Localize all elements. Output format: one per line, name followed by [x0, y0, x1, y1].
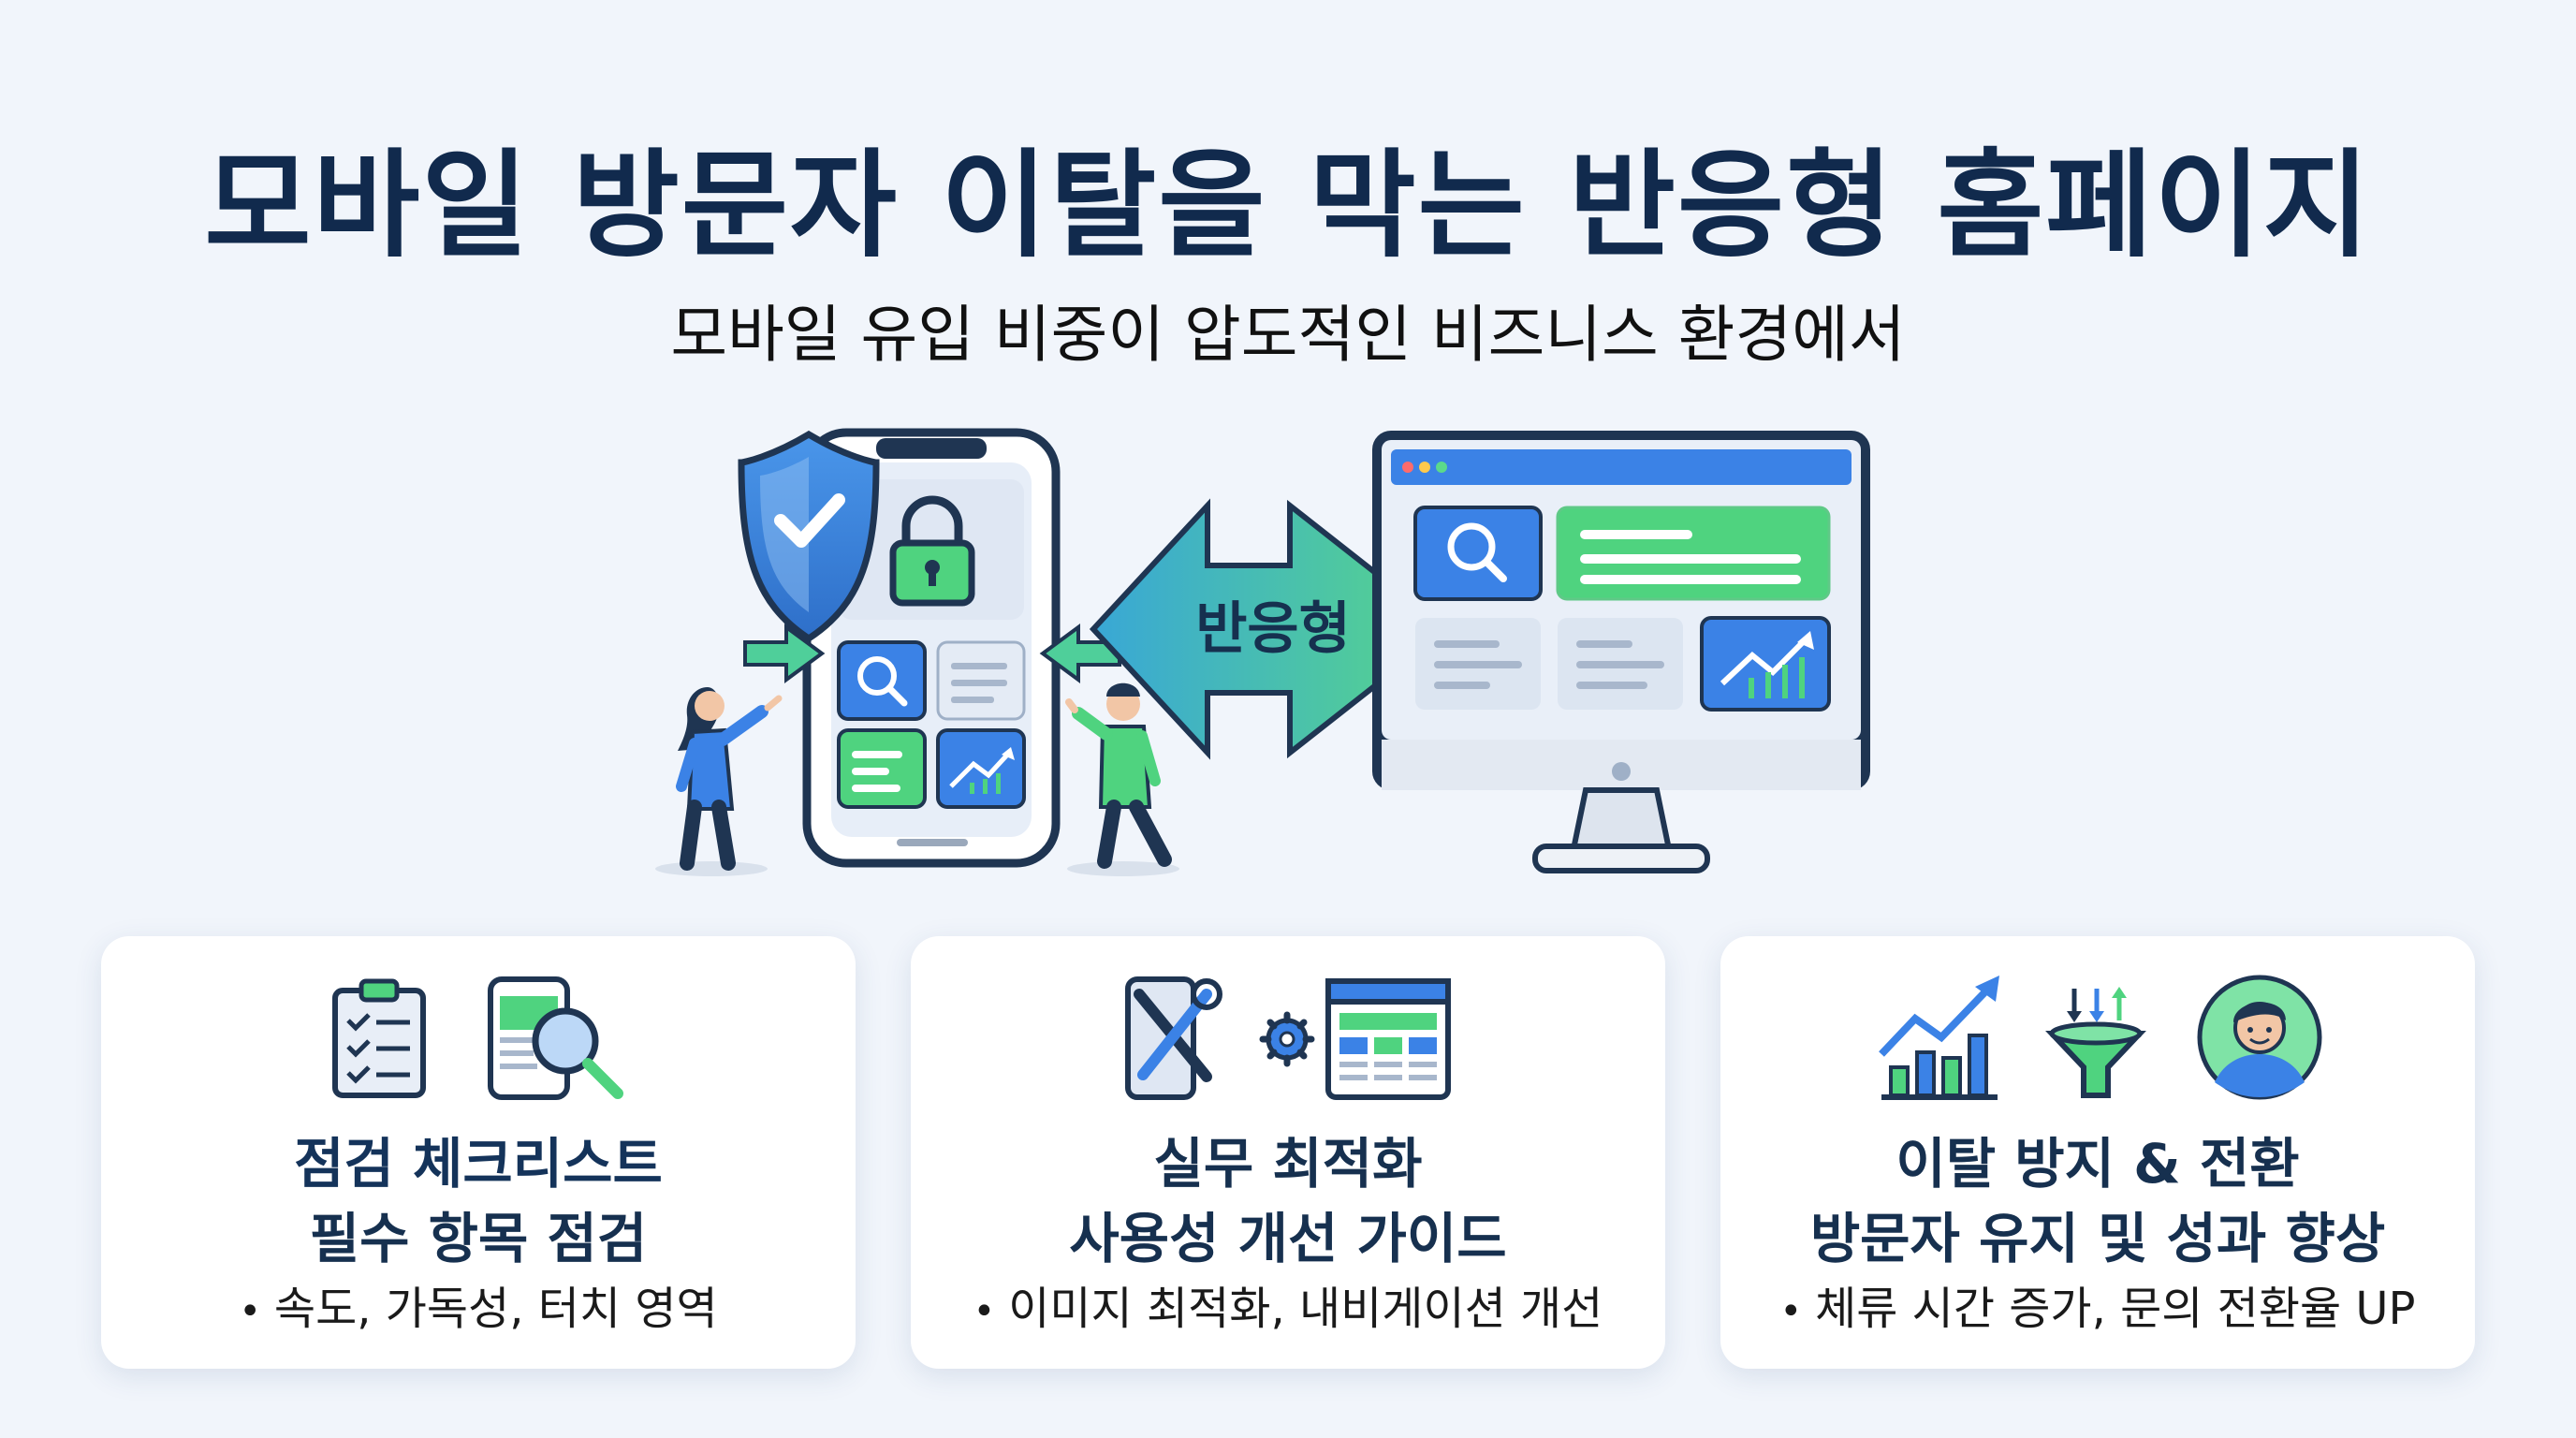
card-heading: 실무 최적화: [1153, 1132, 1423, 1196]
card-subheading: 방문자 유지 및 성과 향상: [1809, 1207, 2386, 1270]
gear-icon: [1259, 1011, 1315, 1067]
hero-illustration: 반응형: [655, 428, 1870, 876]
funnel-icon: [2045, 987, 2146, 1098]
arrow-label: 반응형: [1195, 596, 1351, 662]
card-bullet-text: 이미지 최적화, 내비게이션 개선: [1008, 1283, 1603, 1335]
chart-icon: [949, 747, 1015, 794]
clipboard-checklist-icon: [332, 978, 426, 1098]
lock-icon: [889, 495, 975, 607]
card-retention-icons: [1879, 975, 2322, 1100]
card-optimization: 실무 최적화 사용성 개선 가이드 •이미지 최적화, 내비게이션 개선: [911, 936, 1665, 1369]
phone-magnifier-icon: [488, 976, 623, 1100]
card-optimization-icons: [1125, 976, 1451, 1100]
card-bullet-text: 체류 시간 증가, 문의 전환율 UP: [1815, 1283, 2416, 1335]
page-title: 모바일 방문자 이탈을 막는 반응형 홈페이지: [204, 139, 2372, 273]
page-subtitle: 모바일 유입 비중이 압도적인 비즈니스 환경에서: [670, 299, 1906, 371]
shield-check-icon: [738, 430, 880, 643]
card-checklist-icons: [332, 976, 623, 1100]
card-retention: 이탈 방지 & 전환 방문자 유지 및 성과 향상 •체류 시간 증가, 문의 …: [1720, 936, 2475, 1369]
card-checklist: 점검 체크리스트 필수 항목 점검 •속도, 가독성, 터치 영역: [101, 936, 856, 1369]
search-icon: [857, 656, 908, 707]
person-left-illustration: [655, 687, 783, 876]
card-subheading: 필수 항목 점검: [309, 1207, 648, 1270]
user-avatar-icon: [2197, 975, 2322, 1100]
card-bullet: •이미지 최적화, 내비게이션 개선: [973, 1283, 1603, 1335]
growth-chart-icon: [1879, 976, 1999, 1100]
browser-layout-icon: [1325, 978, 1451, 1100]
phone-tools-icon: [1125, 976, 1222, 1100]
card-bullet: •체류 시간 증가, 문의 전환율 UP: [1779, 1283, 2416, 1335]
card-subheading: 사용성 개선 가이드: [1069, 1207, 1507, 1270]
card-bullet: •속도, 가독성, 터치 영역: [239, 1283, 718, 1335]
card-heading: 점검 체크리스트: [294, 1132, 663, 1196]
card-heading: 이탈 방지 & 전환: [1895, 1132, 2300, 1196]
person-right-illustration: [1065, 682, 1179, 876]
card-bullet-text: 속도, 가독성, 터치 영역: [273, 1283, 718, 1335]
